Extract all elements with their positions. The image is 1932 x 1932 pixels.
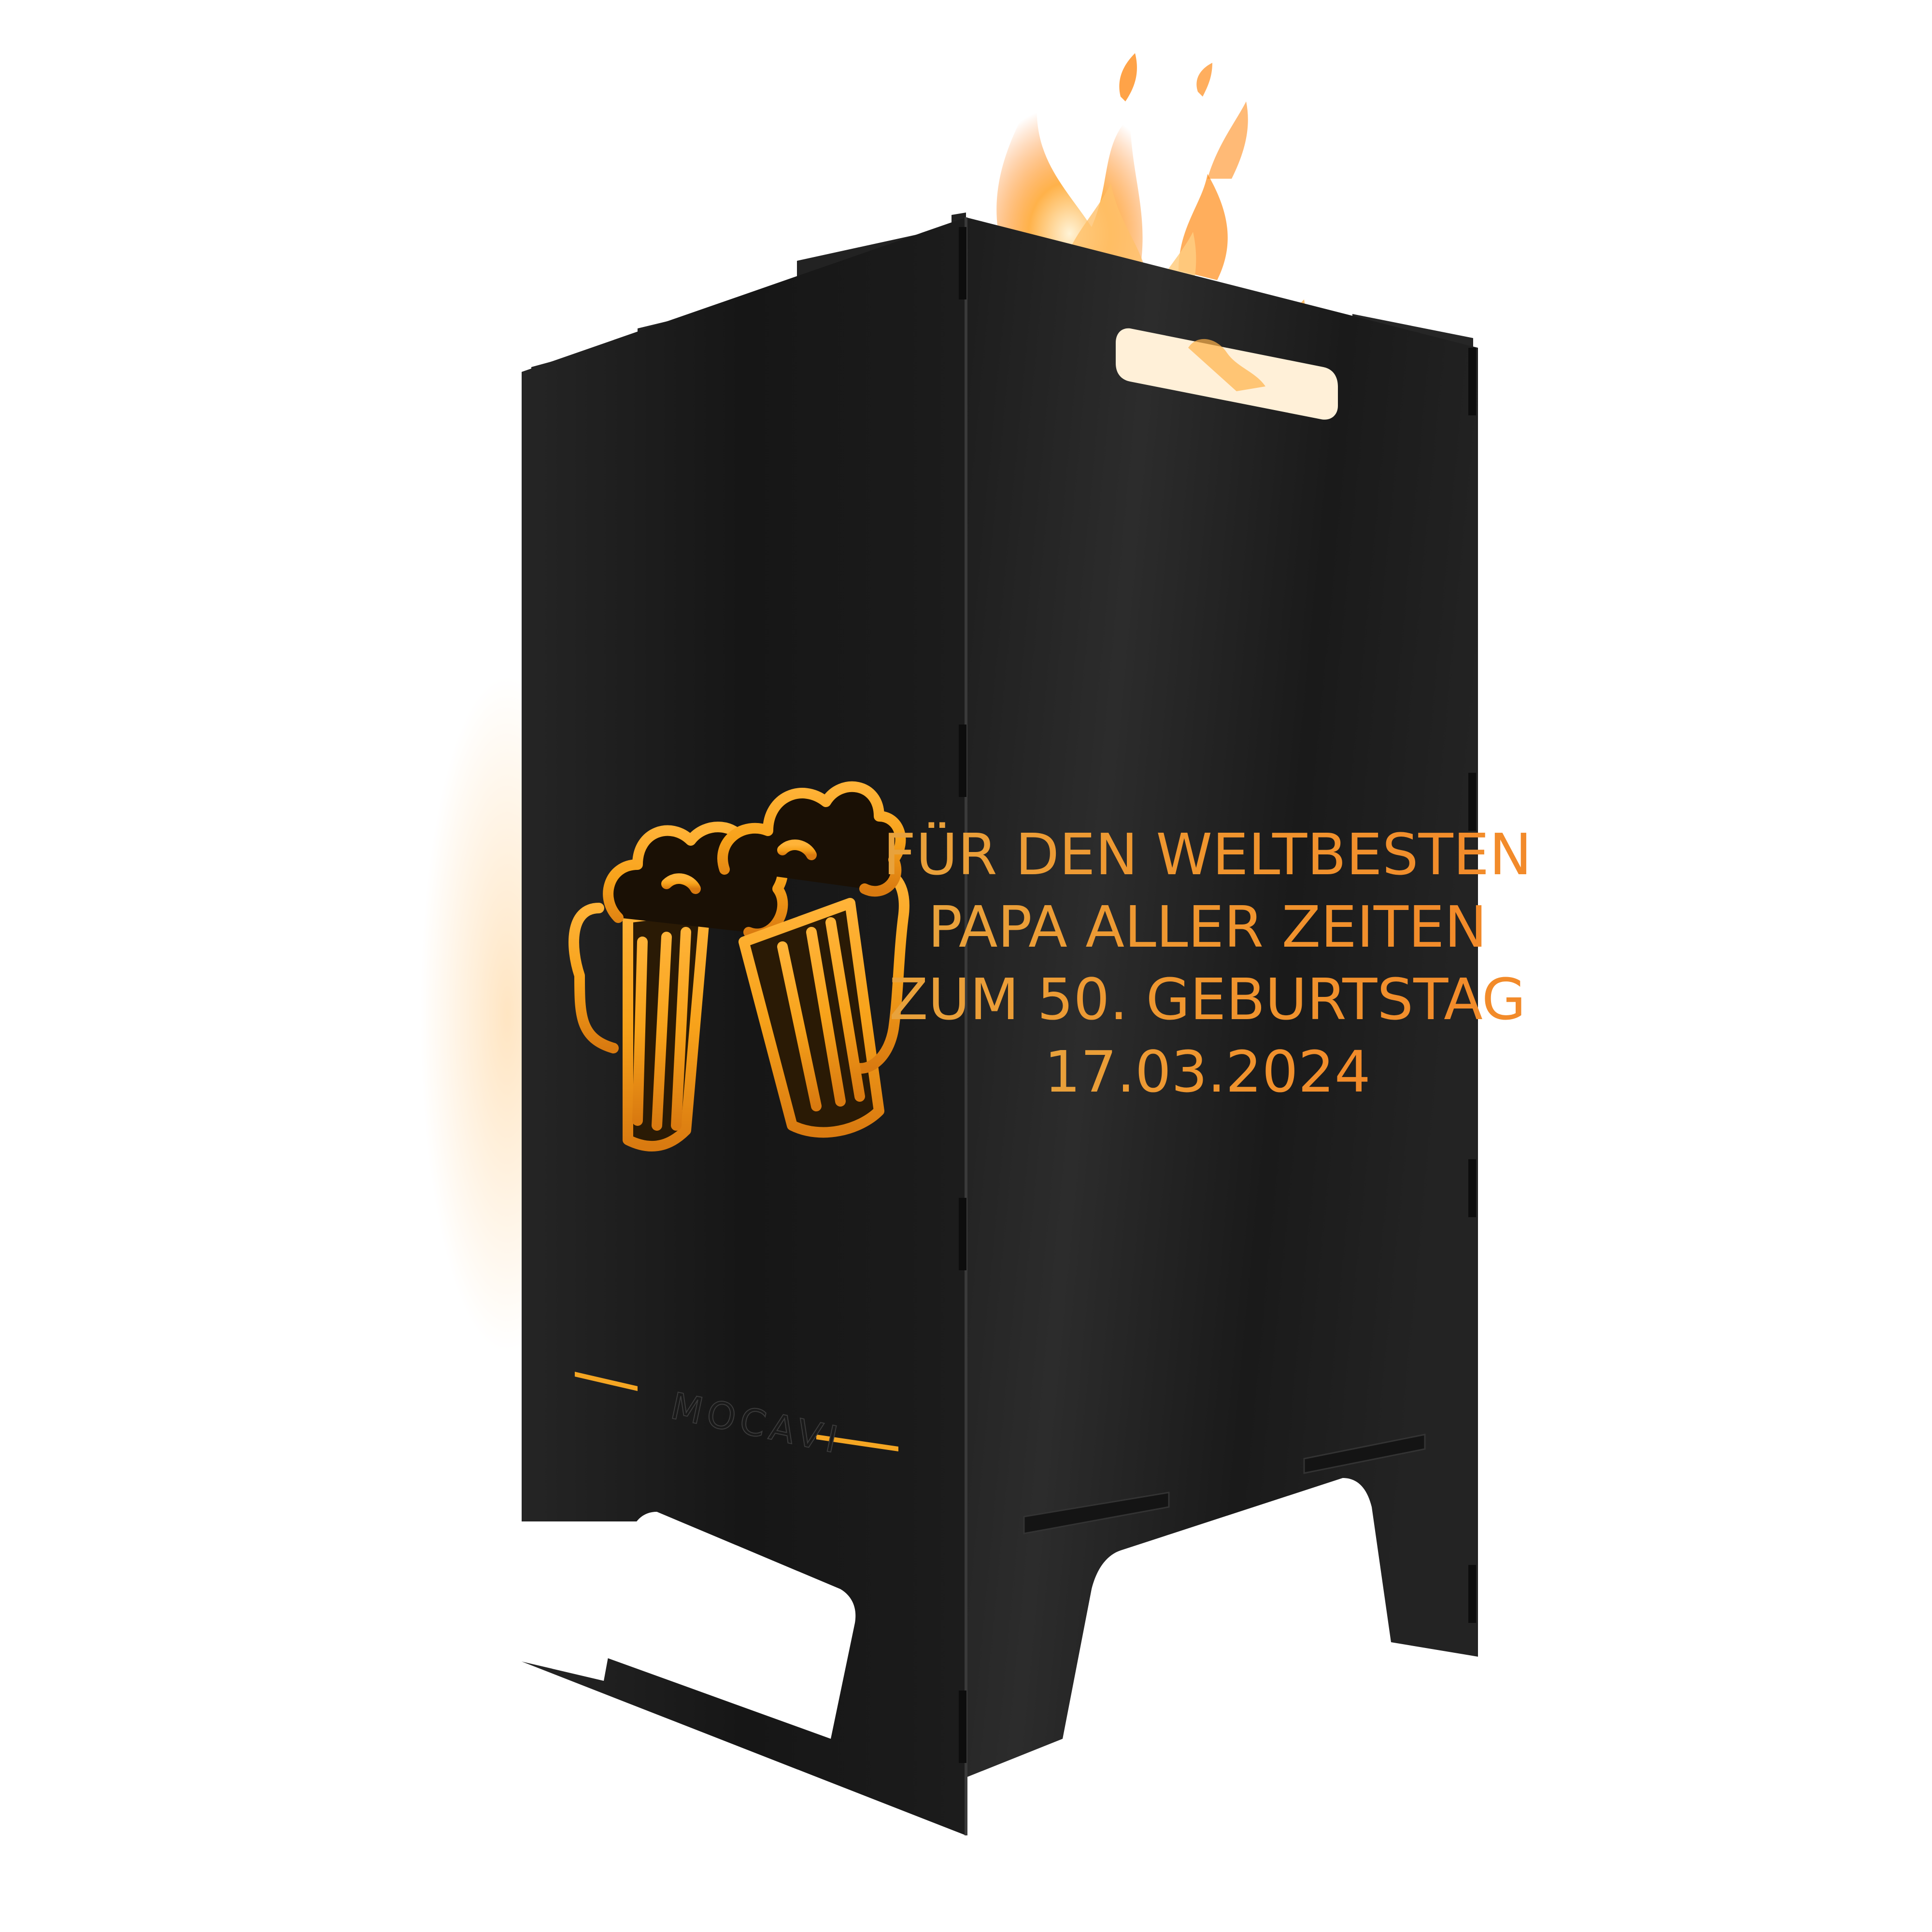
vent-slot-right [816, 1435, 898, 1451]
beer-mugs-cheers-icon [568, 781, 909, 1152]
hinge-tabs [959, 227, 1476, 1763]
engraving-block: FÜR DEN WELTBESTEN PAPA ALLER ZEITEN ZUM… [883, 821, 1532, 1105]
basket-left-face [522, 217, 966, 1835]
engraving-line-1: FÜR DEN WELTBESTEN [883, 821, 1532, 888]
left-leg-gap [604, 1512, 856, 1739]
engraving-line-3: ZUM 50. GEBURTSTAG [889, 966, 1526, 1033]
left-leg-cutout [522, 1521, 662, 1681]
engraving-line-4: 17.03.2024 [1044, 1038, 1371, 1105]
floor-bars [1023, 1434, 1426, 1534]
basket-right-face [966, 217, 1478, 1835]
vent-slot-left [575, 1372, 638, 1391]
engraving-line-2: PAPA ALLER ZEITEN [928, 894, 1487, 960]
